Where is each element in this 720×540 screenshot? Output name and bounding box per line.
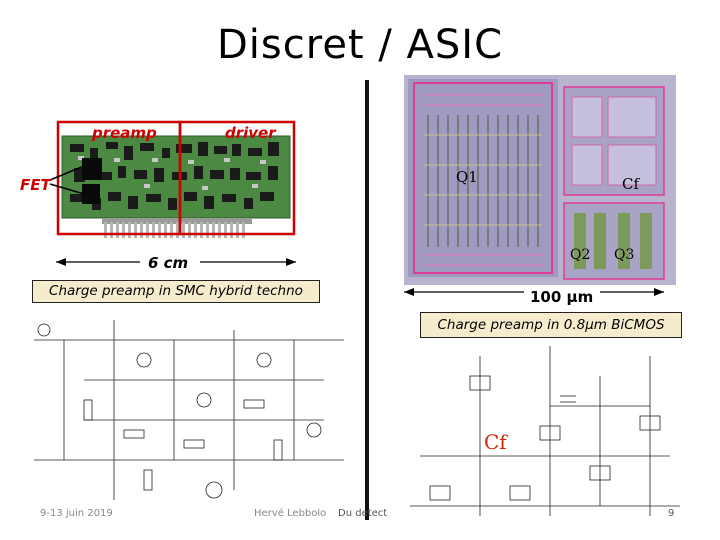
asic-caption: Charge preamp in 0.8µm BiCMOS	[420, 312, 682, 338]
footer-conference: Du detect	[338, 508, 388, 519]
q3-label: Q3	[614, 247, 635, 263]
asic-schematic	[410, 346, 680, 516]
asic-layout-image	[404, 75, 676, 285]
pcb-size-label: 6 cm	[148, 254, 189, 272]
preamp-label: preamp	[92, 124, 157, 142]
hybrid-pcb-photo	[56, 120, 296, 238]
asic-size-label: 100 µm	[530, 288, 594, 306]
hybrid-caption: Charge preamp in SMC hybrid techno	[32, 280, 320, 303]
footer-author: Hervé Lebbolo	[254, 508, 327, 519]
q2-label: Q2	[570, 247, 591, 263]
schematic-cf-label: Cf	[484, 430, 507, 454]
page-number: 9	[668, 508, 675, 519]
hybrid-schematic	[34, 320, 344, 500]
center-divider	[365, 80, 369, 520]
fet-label: FET	[20, 176, 51, 194]
cf-label: Cf	[622, 175, 640, 193]
page-title: Discret / ASIC	[217, 22, 503, 68]
q1-label: Q1	[456, 168, 478, 186]
driver-label: driver	[225, 124, 276, 142]
footer-date: 9-13 juin 2019	[40, 508, 113, 519]
